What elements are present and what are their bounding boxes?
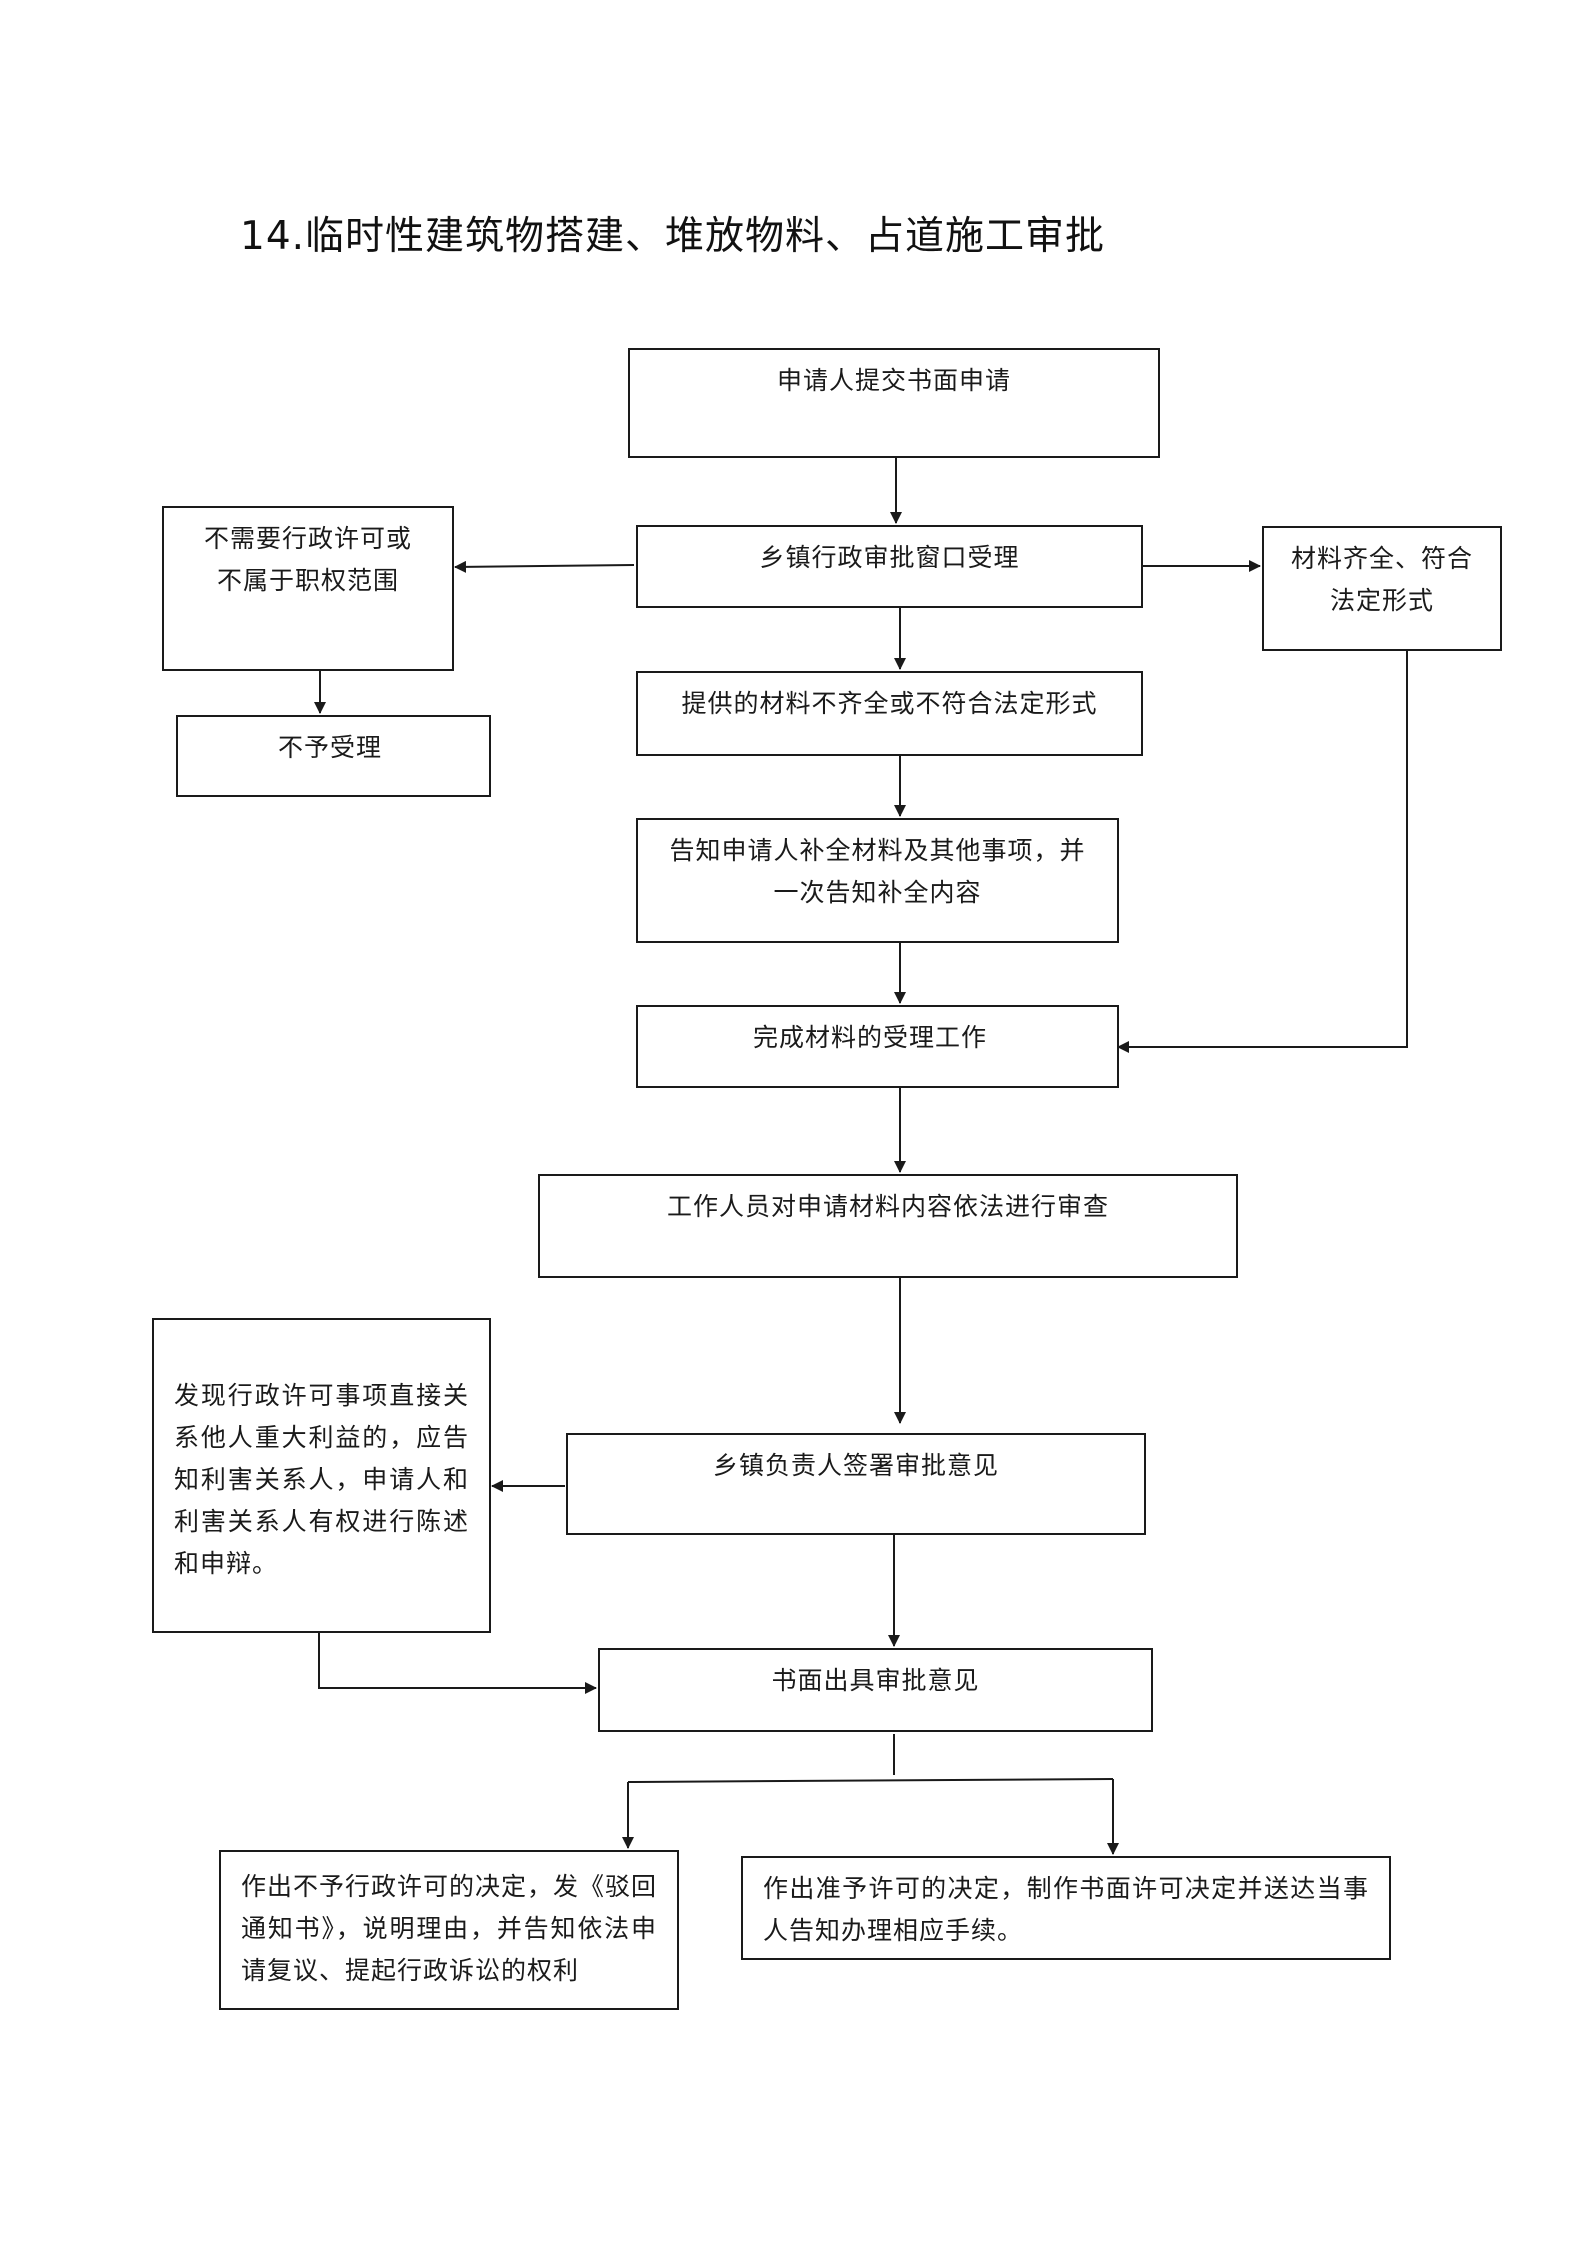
box-complete-ok: 材料齐全、符合法定形式 <box>1262 526 1502 651</box>
box-review: 工作人员对申请材料内容依法进行审查 <box>538 1174 1238 1278</box>
arrow-complete-to-finish <box>1117 650 1408 1053</box>
box-notify-supplement: 告知申请人补全材料及其他事项，并一次告知补全内容 <box>636 818 1119 943</box>
box-reject: 不予受理 <box>176 715 491 797</box>
line-split-horizontal <box>627 1778 1114 1783</box>
box-submit: 申请人提交书面申请 <box>628 348 1160 458</box>
box-hearing: 发现行政许可事项直接关系他人重大利益的，应告知利害关系人，申请人和利害关系人有权… <box>152 1318 491 1633</box>
page-title: 14.临时性建筑物搭建、堆放物料、占道施工审批 <box>240 214 1106 259</box>
arrow-window-to-no-permit <box>454 560 635 573</box>
box-sign: 乡镇负责人签署审批意见 <box>566 1433 1146 1535</box>
box-incomplete: 提供的材料不齐全或不符合法定形式 <box>636 671 1143 756</box>
box-no-permit: 不需要行政许可或不属于职权范围 <box>162 506 454 671</box>
box-accept-window: 乡镇行政审批窗口受理 <box>636 525 1143 608</box>
box-deny: 作出不予行政许可的决定，发《驳回通知书》，说明理由，并告知依法申请复议、提起行政… <box>219 1850 679 2010</box>
box-grant: 作出准予许可的决定，制作书面许可决定并送达当事人告知办理相应手续。 <box>741 1856 1391 1960</box>
box-finish-accept: 完成材料的受理工作 <box>636 1005 1119 1088</box>
box-written: 书面出具审批意见 <box>598 1648 1153 1732</box>
arrow-hearing-to-written <box>318 1633 597 1694</box>
